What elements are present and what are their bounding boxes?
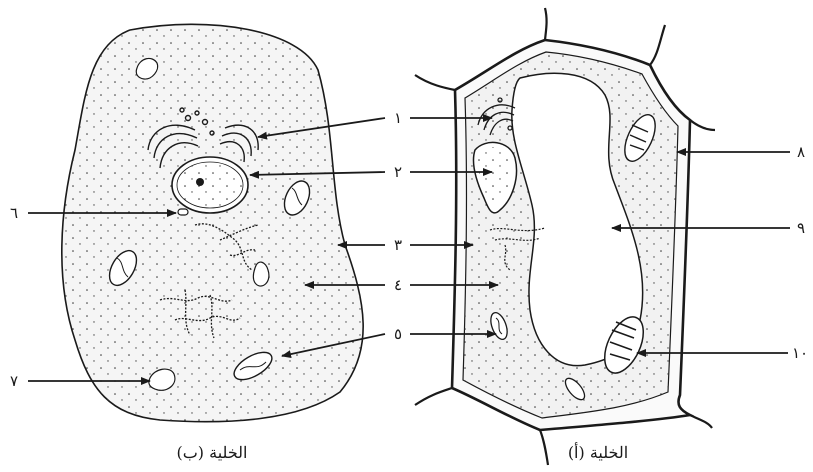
label-10: ١٠ — [792, 344, 808, 362]
label-1: ١ — [394, 109, 402, 127]
label-7: ٧ — [10, 372, 18, 390]
caption-cell-a: الخلية (أ) — [568, 442, 628, 462]
plant-cell-a — [415, 8, 715, 465]
label-9: ٩ — [797, 219, 805, 237]
label-8: ٨ — [797, 143, 805, 161]
label-2: ٢ — [394, 163, 402, 181]
small-vacuole — [253, 262, 269, 286]
centriole — [178, 209, 188, 215]
label-3: ٣ — [394, 236, 402, 254]
label-5: ٥ — [394, 325, 402, 343]
label-6: ٦ — [10, 204, 18, 222]
animal-cell-b — [62, 24, 363, 421]
label-4: ٤ — [394, 276, 402, 294]
caption-cell-b: الخلية (ب) — [177, 443, 248, 462]
nucleus — [172, 157, 248, 213]
